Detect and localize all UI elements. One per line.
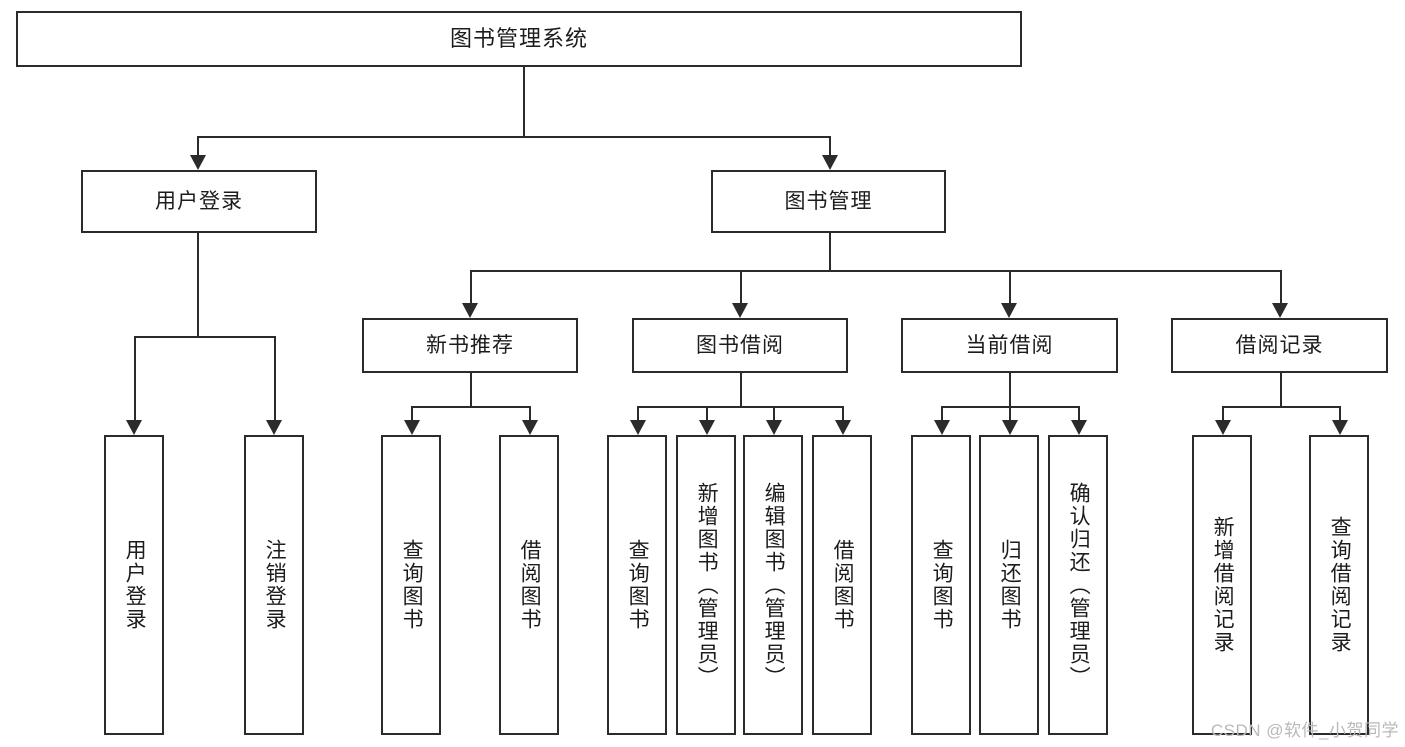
connector-root-bus xyxy=(197,136,829,138)
leaf-label: 用户登录 xyxy=(123,539,147,631)
connector-book-borrow-drop-1 xyxy=(637,406,639,420)
connector-user-login-drop-1 xyxy=(134,336,136,420)
connector-user-login-drop-2 xyxy=(274,336,276,420)
node-book-borrow[interactable]: 图书借阅 xyxy=(632,318,848,373)
leaf-query-book-borrow[interactable]: 查询图书 xyxy=(607,435,667,735)
arrowhead-root-to-book-manage xyxy=(822,155,838,170)
connector-book-manage-drop-1 xyxy=(470,270,472,303)
connector-new-book-stem xyxy=(470,373,472,406)
leaf-label: 借阅图书 xyxy=(518,539,542,631)
connector-book-manage-drop-4 xyxy=(1280,270,1282,303)
connector-borrow-record-stem xyxy=(1280,373,1282,406)
connector-book-manage-drop-2 xyxy=(740,270,742,303)
leaf-add-book-admin[interactable]: 新增图书（管理员） xyxy=(676,435,736,735)
connector-book-manage-drop-3 xyxy=(1009,270,1011,303)
connector-current-borrow-stem xyxy=(1009,373,1011,406)
node-user-login[interactable]: 用户登录 xyxy=(81,170,317,233)
arrowhead-current-borrow-leaf-2 xyxy=(1002,420,1018,435)
arrowhead-book-borrow-leaf-4 xyxy=(835,420,851,435)
connector-current-borrow-drop-1 xyxy=(941,406,943,420)
node-new-book-recommend[interactable]: 新书推荐 xyxy=(362,318,578,373)
arrowhead-book-borrow-leaf-3 xyxy=(766,420,782,435)
leaf-return-book[interactable]: 归还图书 xyxy=(979,435,1039,735)
connector-book-manage-stem xyxy=(829,233,831,270)
connector-current-borrow-drop-3 xyxy=(1078,406,1080,420)
leaf-logout[interactable]: 注销登录 xyxy=(244,435,304,735)
node-book-management[interactable]: 图书管理 xyxy=(711,170,946,233)
connector-current-borrow-drop-2 xyxy=(1009,406,1011,420)
connector-book-borrow-drop-4 xyxy=(842,406,844,420)
connector-borrow-record-drop-1 xyxy=(1222,406,1224,420)
leaf-query-book-current[interactable]: 查询图书 xyxy=(911,435,971,735)
node-label: 当前借阅 xyxy=(965,333,1054,357)
arrowhead-to-leaf-user-login xyxy=(126,420,142,435)
leaf-label: 归还图书 xyxy=(998,539,1022,631)
leaf-query-book-recommend[interactable]: 查询图书 xyxy=(381,435,441,735)
leaf-user-login[interactable]: 用户登录 xyxy=(104,435,164,735)
connector-book-manage-bus xyxy=(470,270,1280,272)
watermark-text: CSDN @软件_小贺同学 xyxy=(1210,721,1399,740)
connector-user-login-bus xyxy=(134,336,274,338)
arrowhead-current-borrow-leaf-3 xyxy=(1071,420,1087,435)
node-label: 图书借阅 xyxy=(696,333,784,357)
arrowhead-to-borrow-record xyxy=(1272,303,1288,318)
arrowhead-book-borrow-leaf-2 xyxy=(699,420,715,435)
connector-root-stem xyxy=(523,67,525,136)
leaf-edit-book-admin[interactable]: 编辑图书（管理员） xyxy=(743,435,803,735)
leaf-label: 注销登录 xyxy=(263,539,287,631)
leaf-label: 新增图书（管理员） xyxy=(695,481,719,689)
connector-book-borrow-stem xyxy=(740,373,742,406)
connector-book-borrow-drop-2 xyxy=(706,406,708,420)
node-label: 新书推荐 xyxy=(426,333,514,357)
leaf-label: 查询图书 xyxy=(626,539,650,631)
arrowhead-borrow-record-leaf-2 xyxy=(1332,420,1348,435)
arrowhead-new-book-leaf-1 xyxy=(404,420,420,435)
arrowhead-to-book-borrow xyxy=(732,303,748,318)
leaf-borrow-book[interactable]: 借阅图书 xyxy=(812,435,872,735)
leaf-label: 查询图书 xyxy=(930,539,954,631)
leaf-add-borrow-record[interactable]: 新增借阅记录 xyxy=(1192,435,1252,735)
node-current-borrow[interactable]: 当前借阅 xyxy=(901,318,1118,373)
node-label: 图书管理 xyxy=(784,189,873,213)
leaf-label: 查询借阅记录 xyxy=(1328,516,1352,654)
leaf-label: 确认归还（管理员） xyxy=(1067,481,1091,689)
connector-user-login-stem xyxy=(197,233,199,336)
connector-root-drop-2 xyxy=(829,136,831,155)
connector-borrow-record-bus xyxy=(1222,406,1339,408)
arrowhead-to-leaf-logout xyxy=(266,420,282,435)
leaf-query-borrow-record[interactable]: 查询借阅记录 xyxy=(1309,435,1369,735)
node-label: 图书管理系统 xyxy=(449,25,588,51)
arrowhead-to-current-borrow xyxy=(1001,303,1017,318)
leaf-confirm-return-admin[interactable]: 确认归还（管理员） xyxy=(1048,435,1108,735)
connector-new-book-bus xyxy=(411,406,529,408)
node-borrow-record[interactable]: 借阅记录 xyxy=(1171,318,1388,373)
leaf-borrow-book-recommend[interactable]: 借阅图书 xyxy=(499,435,559,735)
arrowhead-current-borrow-leaf-1 xyxy=(934,420,950,435)
arrowhead-borrow-record-leaf-1 xyxy=(1215,420,1231,435)
arrowhead-book-borrow-leaf-1 xyxy=(630,420,646,435)
leaf-label: 编辑图书（管理员） xyxy=(762,481,786,689)
connector-borrow-record-drop-2 xyxy=(1339,406,1341,420)
leaf-label: 借阅图书 xyxy=(831,539,855,631)
node-root-system[interactable]: 图书管理系统 xyxy=(16,11,1022,67)
arrowhead-new-book-leaf-2 xyxy=(522,420,538,435)
node-label: 借阅记录 xyxy=(1235,333,1324,357)
leaf-label: 查询图书 xyxy=(400,539,424,631)
connector-new-book-drop-1 xyxy=(411,406,413,420)
node-label: 用户登录 xyxy=(155,189,243,213)
leaf-label: 新增借阅记录 xyxy=(1211,516,1235,654)
connector-book-borrow-drop-3 xyxy=(773,406,775,420)
connector-book-borrow-bus xyxy=(637,406,842,408)
arrowhead-to-new-book-recommend xyxy=(462,303,478,318)
arrowhead-root-to-user-login xyxy=(190,155,206,170)
connector-root-drop-1 xyxy=(197,136,199,155)
connector-new-book-drop-2 xyxy=(529,406,531,420)
